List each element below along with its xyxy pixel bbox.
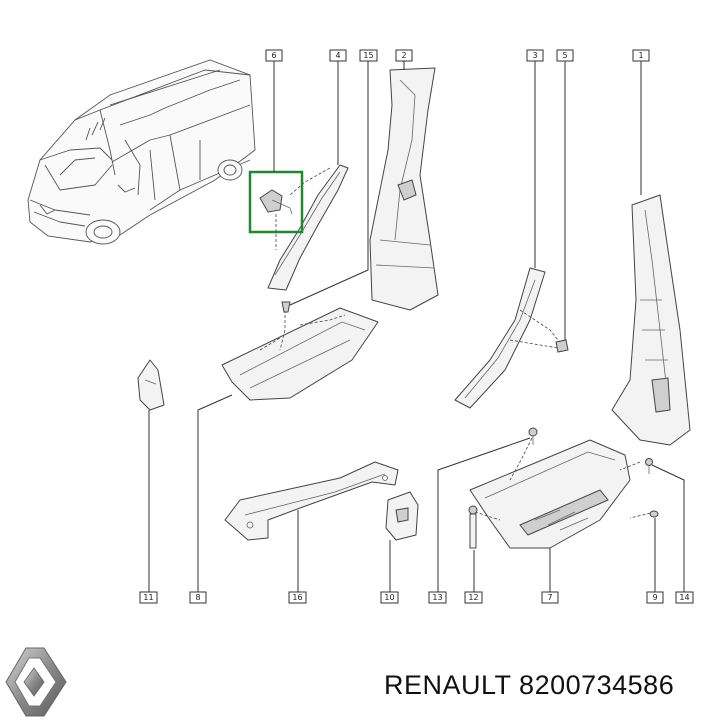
callout-14: 14 [675,591,694,604]
renault-diamond-logo-icon [5,647,67,717]
callout-1: 1 [632,49,650,62]
part-16-long-bracket [224,461,399,541]
callout-13-text: 13 [432,593,442,602]
part-number-caption: RENAULT 8200734586 [384,670,674,701]
callout-15-text: 15 [363,51,373,60]
callout-10-text: 10 [384,593,394,602]
callout-3: 3 [526,49,544,62]
callout-1-text: 1 [638,51,643,60]
callout-7: 7 [541,591,559,604]
callout-8-text: 8 [195,593,200,602]
callout-8: 8 [189,591,207,604]
callout-3-text: 3 [532,51,537,60]
part-8-step-sill [221,301,379,401]
callout-12: 12 [464,591,483,604]
van-illustration [27,59,256,245]
callout-14-text: 14 [679,593,689,602]
part-3-pillar-trim [454,267,569,409]
brand-name: RENAULT [384,670,512,700]
callout-16-text: 16 [292,593,302,602]
part-4-pillar-trim [267,164,349,291]
callout-9-text: 9 [652,593,657,602]
callout-4-text: 4 [335,51,340,60]
part-7-rear-step [469,437,656,549]
callout-6-text: 6 [271,51,276,60]
leader-lines [148,61,685,592]
callout-16: 16 [288,591,307,604]
part-10-clip [385,491,419,541]
callout-11-text: 11 [143,593,153,602]
callout-4: 4 [329,49,347,62]
callout-10: 10 [380,591,399,604]
fasteners [468,427,659,549]
part-6-clip [259,189,293,250]
part-11-bracket [137,359,165,411]
callout-15: 15 [359,49,378,62]
callout-2-text: 2 [401,51,406,60]
callout-6: 6 [265,49,283,62]
part-1-rear-trim [611,194,691,446]
callout-13: 13 [428,591,447,604]
callout-12-text: 12 [468,593,478,602]
callout-2: 2 [395,49,413,62]
callout-9: 9 [646,591,664,604]
callout-5-text: 5 [562,51,567,60]
part-number: 8200734586 [519,670,675,700]
callout-7-text: 7 [547,593,552,602]
part-2-pillar-trim [369,67,439,311]
callout-5: 5 [556,49,574,62]
callout-11: 11 [139,591,158,604]
